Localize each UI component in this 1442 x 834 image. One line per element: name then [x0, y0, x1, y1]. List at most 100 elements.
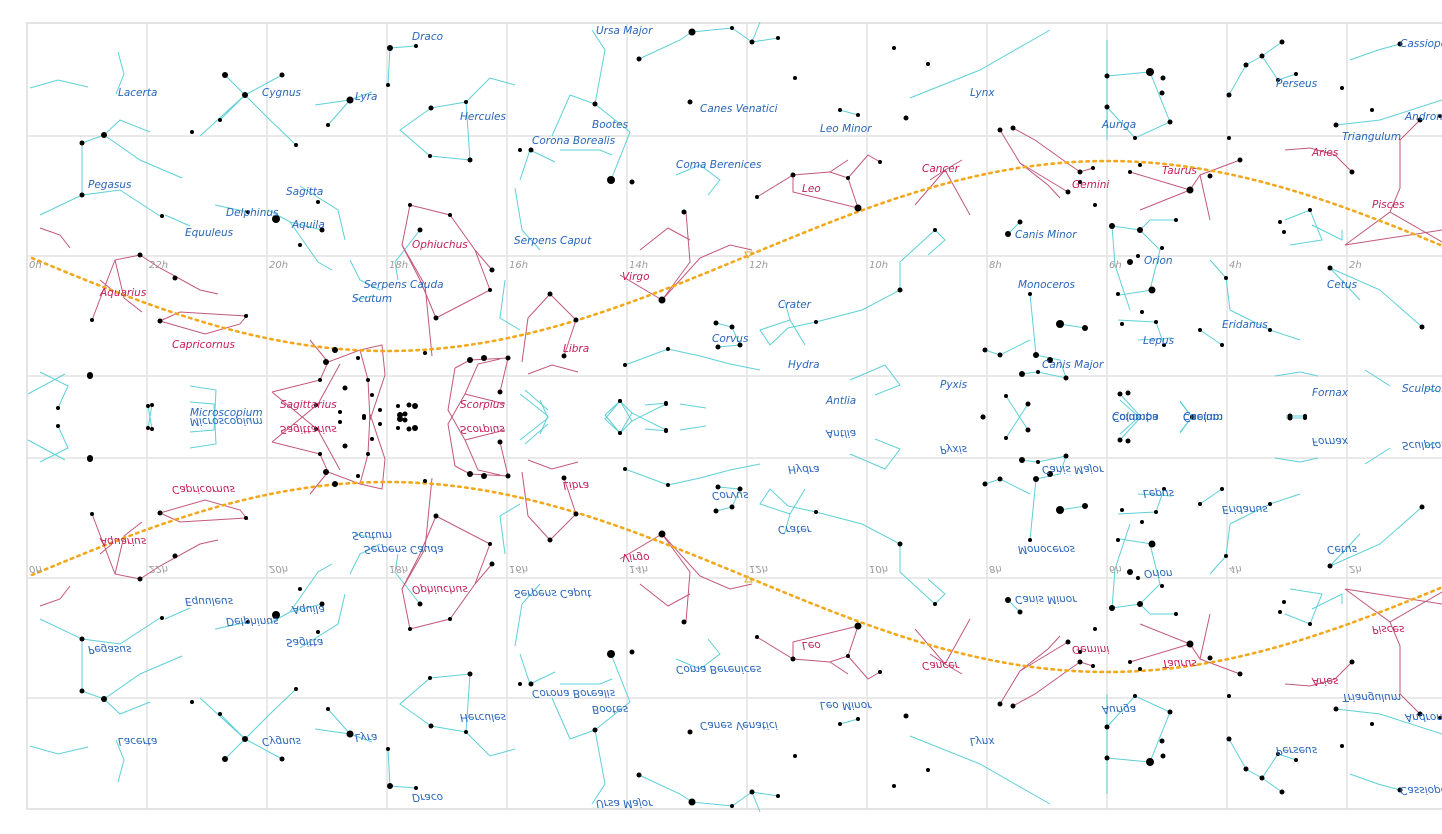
constellation-line — [429, 673, 471, 733]
ra-label-mirror: 18h — [389, 563, 408, 574]
label-lynx-mirror: Lynx — [970, 735, 995, 747]
label-androm: Androm — [1404, 111, 1442, 123]
star — [298, 243, 302, 247]
label-sagitta: Sagitta — [286, 186, 323, 198]
constellation-line — [349, 259, 381, 291]
star — [467, 357, 473, 363]
ra-label-mirror: 14h — [629, 563, 648, 574]
constellation-line — [81, 134, 183, 179]
zodiac-line — [999, 129, 1061, 199]
constellation-line — [354, 295, 373, 301]
star — [518, 148, 522, 152]
ra-label: 8h — [989, 260, 1002, 271]
star — [417, 227, 423, 233]
zodiac-line — [447, 358, 501, 467]
star — [319, 227, 325, 233]
constellation-line — [1335, 708, 1442, 735]
star — [489, 561, 495, 567]
star — [1056, 506, 1064, 514]
star — [1146, 758, 1154, 766]
star — [1370, 108, 1374, 112]
star — [666, 483, 670, 487]
label-microscopium-mirror: Microscopium — [190, 415, 263, 427]
star — [497, 439, 503, 445]
label-coma-berenices-mirror: Coma Berenices — [676, 663, 762, 675]
label-columba: Columba — [1112, 411, 1159, 423]
zodiac-line — [309, 339, 329, 363]
star — [464, 100, 468, 104]
constellation-line — [519, 149, 556, 181]
constellation-line — [1119, 393, 1141, 435]
constellation-line — [389, 785, 417, 789]
star — [1333, 706, 1339, 712]
star — [547, 537, 553, 543]
constellation-line — [27, 373, 66, 395]
label-sagittarius: Sagittarius — [280, 399, 337, 411]
label-aquarius: Aquarius — [99, 287, 147, 299]
star — [1125, 390, 1131, 396]
star — [878, 670, 882, 674]
star — [623, 363, 627, 367]
star — [1019, 371, 1025, 377]
star — [688, 28, 696, 36]
label-scutum: Scutum — [352, 293, 392, 305]
constellation-line — [759, 488, 817, 515]
constellation-line — [299, 185, 346, 241]
constellation-line — [399, 677, 432, 727]
star — [980, 414, 986, 420]
star — [793, 754, 797, 758]
star — [412, 403, 418, 409]
star — [1419, 504, 1425, 510]
star — [160, 214, 164, 218]
label-bootes-mirror: Bootes — [592, 703, 629, 715]
star — [146, 404, 150, 408]
star — [1308, 208, 1312, 212]
star — [1136, 254, 1140, 258]
label-sculptor-mirror: Sculptor — [1402, 439, 1442, 451]
constellation-lines — [27, 21, 1442, 813]
ra-label-mirror: 22h — [149, 563, 168, 574]
star — [1160, 75, 1166, 81]
constellation-line — [1329, 267, 1423, 328]
star — [1397, 787, 1403, 793]
label-cancer-mirror: Cancer — [922, 659, 960, 671]
label-leo-mirror: Leo — [802, 639, 821, 651]
star — [713, 320, 719, 326]
star — [318, 452, 322, 456]
star — [1160, 584, 1164, 588]
label-pisces-mirror: Pisces — [1372, 623, 1405, 635]
label-corona-borealis: Corona Borealis — [532, 135, 616, 147]
zodiac-line — [521, 471, 551, 541]
ra-label: 22h — [149, 260, 168, 271]
label-hydra-mirror: Hydra — [788, 463, 820, 475]
star — [1104, 724, 1110, 730]
ra-label: 20h — [269, 260, 288, 271]
constellation-line — [667, 348, 761, 371]
constellation-line — [1106, 71, 1171, 139]
constellation-line — [604, 400, 633, 434]
constellation-line — [815, 289, 901, 323]
constellation-line — [1137, 493, 1173, 497]
star — [242, 92, 248, 98]
star — [101, 696, 107, 702]
constellation-line — [675, 638, 721, 670]
star — [1104, 755, 1110, 761]
constellation-line — [715, 322, 741, 348]
label-hercules: Hercules — [460, 111, 506, 123]
constellation-line — [514, 583, 541, 647]
star — [412, 425, 418, 431]
star — [1154, 510, 1158, 514]
star — [1268, 502, 1272, 506]
star — [190, 700, 194, 704]
constellation-line — [499, 279, 521, 331]
zodiac-line — [159, 313, 249, 335]
label-draco: Draco — [412, 31, 443, 43]
label-canes-venatici-mirror: Canes Venatici — [700, 719, 778, 731]
constellation-line — [751, 21, 761, 43]
constellation-line — [164, 214, 191, 227]
star — [681, 619, 687, 625]
star — [1186, 186, 1194, 194]
star — [157, 510, 163, 516]
label-coma-berenices: Coma Berenices — [676, 159, 762, 171]
star — [244, 516, 248, 520]
